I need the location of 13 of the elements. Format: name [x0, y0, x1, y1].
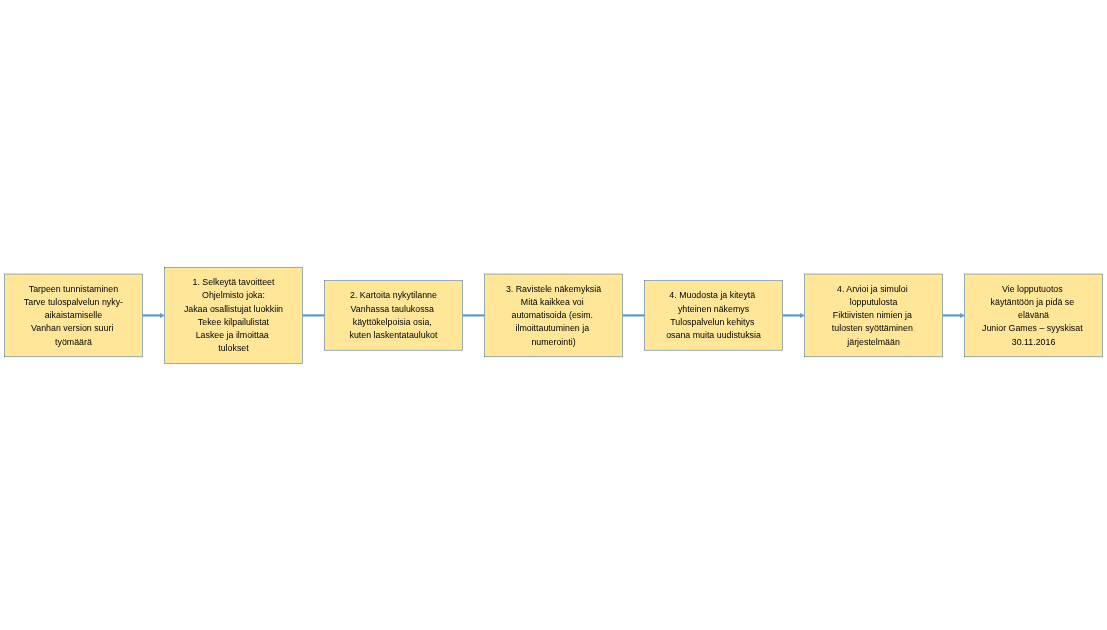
node-box: 4. Arvioi ja simuloi lopputulosta Fiktiivisten nimien ja tulosten syöttäminen järjestelmään: [804, 273, 943, 357]
node-box: 2. Kartoita nykytilanne Vanhassa taulukossa käyttökelpoisia osia, kuten laskentataulukot: [324, 279, 463, 351]
arrow: [782, 312, 805, 318]
node-box: Tarpeen tunnistaminen Tarve tulospalvelun nyky-aikaistamiselle Vanhan version suuri työmäärä: [4, 273, 143, 357]
node-box: 3. Ravistele näkemyksiä Mitä kaikkea voi automatisoida (esim. ilmoittautuminen ja numerointi): [484, 273, 623, 357]
node-box: Vie lopputuotos käytäntöön ja pidä se elävänä Junior Games – syyskisat 30.11.2016: [964, 273, 1103, 357]
connector: [622, 313, 645, 317]
connector: [462, 313, 485, 317]
node-box: 4. Muodosta ja kiteytä yhteinen näkemys Tulospalvelun kehitys osana muita uudistuksia: [644, 279, 783, 351]
arrow: [142, 312, 165, 318]
arrow: [942, 312, 965, 318]
connector: [302, 313, 325, 317]
node-box: 1. Selkeytä tavoitteet Ohjelmisto joka: Jakaa osallistujat luokkiin Tekee kilpailulistat Laskee ja ilmoittaa tulokset: [164, 266, 303, 364]
